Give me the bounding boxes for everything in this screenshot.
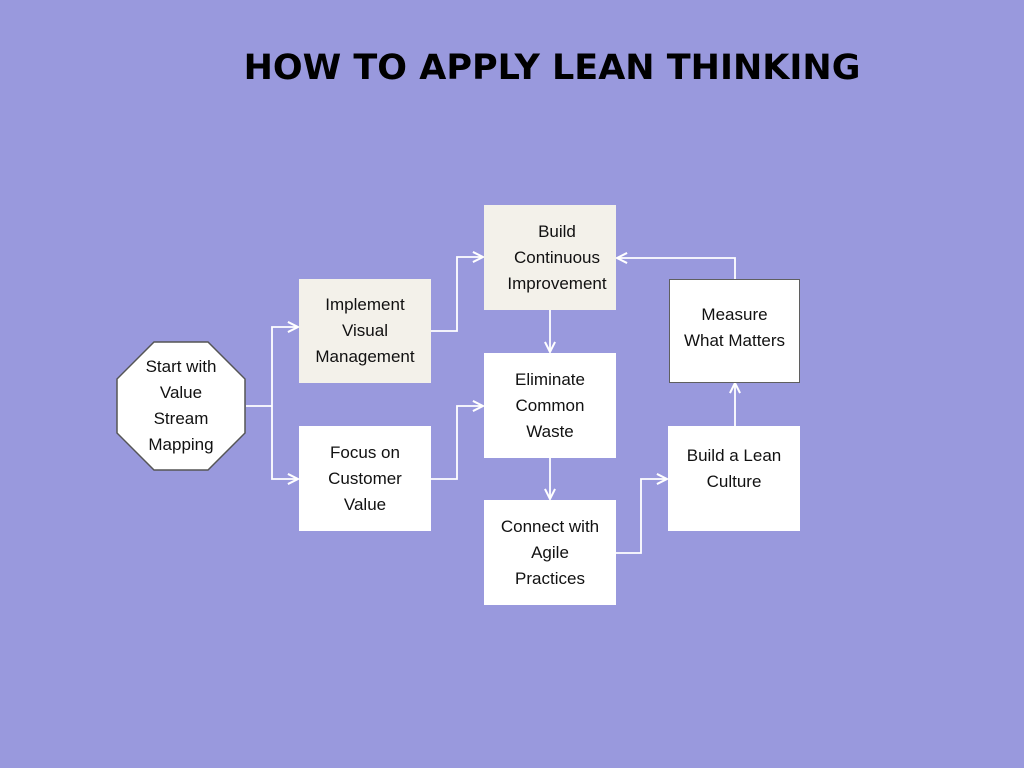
- node-eliminate-common-waste: Eliminate Common Waste: [484, 353, 616, 458]
- node-build-continuous-label: Build Continuous Improvement: [507, 221, 607, 293]
- node-build-culture-label: Build a Lean Culture: [686, 446, 782, 491]
- connector-agile-to-culture: [616, 479, 667, 554]
- node-build-lean-culture: Build a Lean Culture: [668, 426, 800, 531]
- node-build-continuous-improvement: Build Continuous Improvement: [484, 205, 616, 310]
- node-start-label: Start with Value Stream Mapping: [145, 357, 217, 454]
- node-implement-visual-management: Implement Visual Management: [299, 279, 431, 383]
- connector-customer-to-waste: [431, 406, 483, 480]
- connector-to-implement-visual: [271, 327, 298, 406]
- page-title: HOW TO APPLY LEAN THINKING: [243, 48, 861, 88]
- node-measure-what-matters: Measure What Matters: [669, 279, 800, 383]
- node-start-value-stream-mapping: Start with Value Stream Mapping: [116, 341, 246, 471]
- connector-visual-to-continuous: [431, 257, 483, 332]
- node-connect-agile-label: Connect with Agile Practices: [500, 516, 600, 588]
- node-implement-visual-label: Implement Visual Management: [315, 295, 415, 366]
- node-eliminate-waste-label: Eliminate Common Waste: [515, 369, 585, 441]
- node-focus-customer-label: Focus on Customer Value: [328, 442, 402, 514]
- connector-measure-to-continuous: [617, 258, 736, 279]
- node-focus-customer-value: Focus on Customer Value: [299, 426, 431, 531]
- octagon-shape: [116, 341, 246, 471]
- node-measure-label: Measure What Matters: [683, 305, 786, 350]
- node-connect-agile-practices: Connect with Agile Practices: [484, 500, 616, 605]
- connector-to-focus-customer: [271, 406, 298, 479]
